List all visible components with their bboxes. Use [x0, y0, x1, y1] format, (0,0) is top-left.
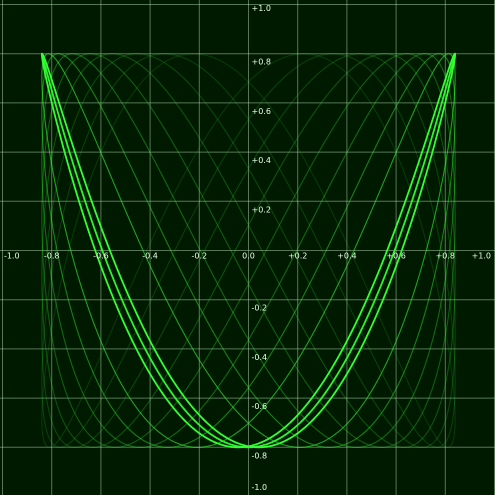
x-tick-label: -0.2	[191, 252, 207, 261]
tick-labels: -1.0 -0.8 -0.6 -0.4 -0.2 0.0 +0.2 +0.4 +0.6 +0.8 +…	[4, 4, 491, 492]
trace-line-4	[41, 53, 456, 448]
x-tick-label: +1.0	[472, 252, 491, 261]
y-tick-label: +0.8	[252, 58, 271, 67]
y-tick-label: -0.2	[252, 304, 268, 313]
trace-line-9	[41, 53, 456, 448]
x-tick-label: 0.0	[242, 252, 255, 261]
trace-line-1	[40, 52, 457, 449]
x-tick-label: +0.4	[337, 252, 356, 261]
x-tick-label: -1.0	[4, 252, 20, 261]
trace-line-3	[41, 53, 456, 448]
trace-line-7	[41, 53, 456, 448]
x-tick-label: +0.2	[288, 252, 307, 261]
x-tick-label: -0.8	[44, 252, 60, 261]
x-tick-label: +0.6	[386, 252, 405, 261]
x-tick-label: +0.8	[436, 252, 455, 261]
y-tick-label: -0.6	[252, 402, 268, 411]
y-tick-label: +0.6	[252, 107, 271, 116]
trace-layer	[40, 52, 457, 449]
trace-line-6	[41, 53, 456, 448]
y-tick-label: +0.2	[252, 205, 271, 214]
y-tick-label: -0.8	[252, 451, 268, 460]
y-tick-label: +0.4	[252, 156, 271, 165]
x-tick-label: -0.6	[93, 252, 109, 261]
x-tick-label: -0.4	[142, 252, 158, 261]
trace-line-2	[40, 52, 457, 449]
y-tick-label: -0.4	[252, 353, 268, 362]
y-tick-label: -1.0	[252, 483, 268, 492]
trace-line-5	[41, 53, 456, 448]
y-tick-label: +1.0	[252, 4, 271, 13]
